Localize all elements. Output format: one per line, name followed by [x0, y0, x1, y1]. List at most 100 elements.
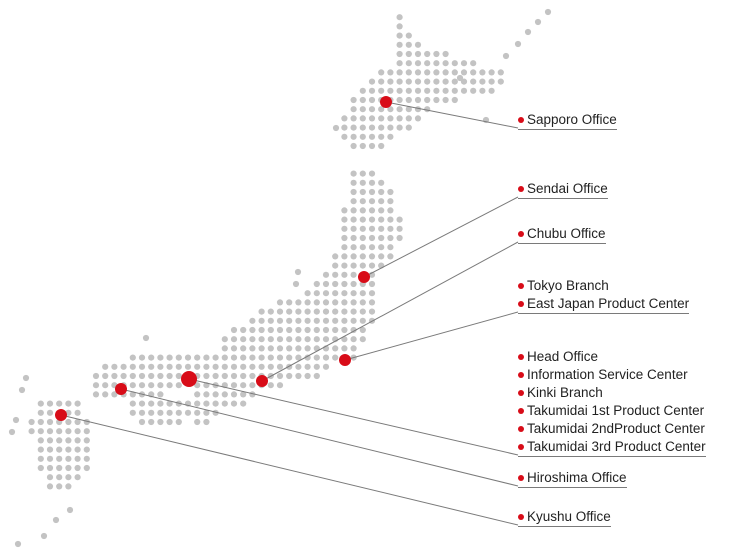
- map-dot: [292, 280, 300, 288]
- office-label[interactable]: Takumidai 2ndProduct Center: [518, 420, 706, 438]
- map-dot: [304, 317, 311, 324]
- map-dot: [267, 354, 274, 361]
- map-dot: [442, 87, 449, 94]
- map-dot: [203, 391, 210, 398]
- office-label[interactable]: Sapporo Office: [518, 111, 617, 130]
- map-dot: [37, 437, 44, 444]
- map-dot: [378, 179, 385, 186]
- map-dot: [276, 326, 284, 334]
- map-dot: [396, 78, 403, 85]
- map-dot: [341, 280, 348, 288]
- map-dot: [368, 207, 376, 214]
- map-dot: [304, 345, 311, 352]
- office-label[interactable]: Takumidai 1st Product Center: [518, 402, 706, 420]
- map-dot: [378, 87, 385, 94]
- map-dot: [221, 391, 228, 398]
- japan-dots: [8, 8, 552, 548]
- map-dot: [460, 78, 468, 85]
- map-dot: [194, 382, 201, 389]
- map-dot: [286, 372, 293, 380]
- map-dot: [387, 234, 394, 242]
- map-dot: [258, 354, 265, 361]
- map-dot: [332, 308, 339, 315]
- map-dot: [249, 372, 256, 380]
- office-label[interactable]: Hiroshima Office: [518, 469, 627, 488]
- map-dot: [138, 354, 146, 361]
- office-marker-chubu[interactable]: [256, 375, 268, 387]
- bullet-icon: [518, 426, 524, 432]
- office-marker-tokyo[interactable]: [339, 354, 351, 366]
- map-dot: [286, 299, 293, 306]
- office-marker-kyushu[interactable]: [55, 409, 67, 421]
- map-dot: [359, 106, 366, 113]
- map-dot: [157, 418, 164, 426]
- map-dot: [396, 234, 403, 242]
- map-dot: [396, 23, 403, 30]
- office-marker-sendai[interactable]: [358, 271, 370, 283]
- map-dot: [46, 428, 54, 435]
- leader-line-head: [188, 378, 519, 456]
- map-dot: [148, 363, 155, 370]
- map-dot: [65, 437, 72, 444]
- map-dot: [276, 308, 284, 315]
- map-dot: [175, 363, 182, 370]
- map-dot: [313, 363, 320, 370]
- map-dot: [212, 372, 219, 380]
- office-marker-hiroshima[interactable]: [115, 383, 127, 395]
- map-dot: [488, 78, 495, 85]
- map-dot: [341, 124, 348, 131]
- map-dot: [442, 96, 449, 104]
- map-dot: [405, 78, 412, 85]
- office-label[interactable]: Chubu Office: [518, 225, 606, 244]
- office-marker-sapporo[interactable]: [380, 96, 392, 108]
- map-dot: [350, 317, 357, 324]
- map-dot: [414, 60, 422, 67]
- map-dot: [138, 382, 146, 389]
- map-dot: [258, 317, 265, 324]
- office-label[interactable]: Takumidai 3rd Product Center: [518, 438, 706, 457]
- map-dot: [414, 115, 422, 122]
- map-dot: [414, 96, 422, 104]
- map-dot: [92, 382, 100, 389]
- map-dot: [83, 437, 90, 444]
- label-group-hiroshima: Hiroshima Office: [518, 469, 627, 488]
- map-dot: [249, 345, 256, 352]
- map-dot: [378, 115, 385, 122]
- map-dot: [194, 418, 201, 426]
- office-label[interactable]: Head Office: [518, 348, 706, 366]
- map-dot: [230, 391, 238, 398]
- office-label[interactable]: Information Service Center: [518, 366, 706, 384]
- map-dot: [332, 345, 339, 352]
- map-dot: [240, 400, 247, 407]
- office-label[interactable]: East Japan Product Center: [518, 295, 690, 314]
- map-dot: [341, 271, 348, 278]
- map-dot: [350, 336, 357, 343]
- map-dot: [470, 60, 477, 67]
- map-dot: [424, 60, 431, 67]
- office-label[interactable]: Sendai Office: [518, 180, 608, 199]
- map-dot: [74, 437, 81, 444]
- map-dot: [341, 244, 348, 251]
- map-dot: [37, 428, 44, 435]
- map-dot: [359, 115, 366, 122]
- office-marker-head[interactable]: [181, 371, 197, 387]
- map-dot: [157, 363, 164, 370]
- map-dot: [359, 336, 366, 343]
- map-dot: [92, 372, 100, 380]
- map-dot: [359, 234, 366, 242]
- map-dot: [396, 60, 403, 67]
- office-label[interactable]: Kinki Branch: [518, 384, 706, 402]
- office-label[interactable]: Kyushu Office: [518, 508, 611, 527]
- map-dot: [350, 142, 357, 150]
- leader-lines: [60, 101, 519, 526]
- map-dot: [387, 225, 394, 232]
- map-dot: [295, 326, 302, 334]
- office-label[interactable]: Tokyo Branch: [518, 277, 689, 295]
- map-dot: [451, 78, 458, 85]
- map-dot: [37, 409, 44, 416]
- map-dot: [322, 308, 330, 315]
- map-dot: [276, 354, 284, 361]
- map-dot: [341, 216, 348, 223]
- map-dot: [396, 115, 403, 122]
- map-dot: [166, 409, 173, 416]
